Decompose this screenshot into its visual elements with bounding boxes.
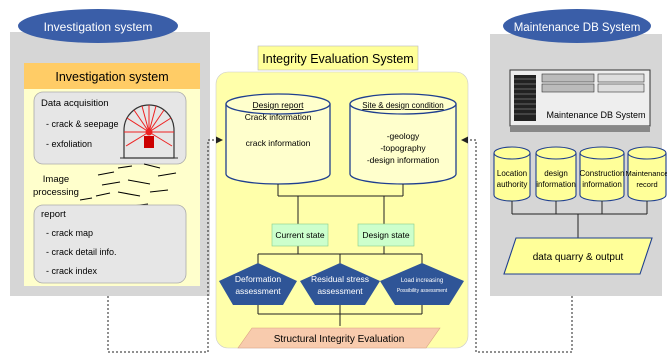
design-info-db-label: information	[536, 180, 576, 189]
maintenance-record-label: Maintenance	[626, 169, 667, 178]
integrity-title-box	[257, 45, 419, 71]
location-db-label: authority	[497, 180, 528, 189]
design-report-body: crack information	[246, 138, 311, 148]
report-title: report	[41, 209, 66, 220]
investigation-header: Investigation system	[55, 70, 168, 84]
design-report-subtitle: Crack information	[245, 112, 312, 122]
server-icon	[509, 69, 651, 132]
construction-db-label: information	[582, 180, 622, 189]
tunnel-scanner-icon	[120, 104, 178, 159]
site-condition-title: Site & design condition	[362, 101, 443, 110]
data-acquisition-item: - crack & seepage	[46, 119, 119, 129]
maintenance-record-label: record	[636, 180, 657, 189]
load-increasing-label: Load increasing	[401, 278, 443, 284]
residual-stress-pentagon	[300, 263, 380, 305]
deformation-label: Deformation	[235, 274, 282, 284]
data-acquisition-title: Data acquisition	[41, 98, 109, 109]
design-state-box	[357, 223, 415, 247]
maintenance-to-integrity-arrow	[461, 136, 573, 353]
location-db-label: Location	[497, 169, 527, 178]
investigation-oval	[18, 9, 178, 43]
investigation-header-bar	[24, 63, 200, 89]
report-item: - crack detail info.	[46, 247, 117, 257]
current-state-box	[271, 223, 329, 247]
data-output-label: data quarry & output	[533, 252, 624, 263]
deformation-label: assessment	[235, 286, 281, 296]
structural-integrity-label: Structural Integrity Evaluation	[274, 334, 405, 345]
construction-db-label: Construction	[580, 169, 625, 178]
residual-stress-label: Residual stress	[311, 274, 369, 284]
integrity-title: Integrity Evaluation System	[262, 52, 413, 66]
residual-stress-label: assessment	[317, 286, 363, 296]
deformation-pentagon	[219, 263, 297, 305]
db-connector-tree	[511, 201, 648, 238]
site-condition-db	[349, 93, 457, 185]
design-report-db	[225, 93, 331, 185]
design-info-db	[535, 146, 577, 202]
design-report-title: Design report	[252, 100, 304, 110]
current-state-label: Current state	[275, 230, 324, 240]
site-condition-item: -design information	[367, 155, 440, 165]
maintenance-record-db	[627, 146, 667, 202]
investigation-oval-title: Investigation system	[44, 20, 153, 34]
investigation-to-integrity-arrow	[107, 136, 223, 353]
data-output-box	[503, 237, 653, 275]
site-condition-item: -topography	[380, 143, 426, 153]
structural-integrity-box	[237, 327, 441, 349]
report-item: - crack map	[46, 228, 93, 238]
report-box	[33, 204, 187, 284]
image-processing-label: processing	[33, 187, 79, 198]
maintenance-oval-title: Maintenance DB System	[514, 22, 641, 34]
data-acquisition-item: - exfoliation	[46, 139, 92, 149]
image-processing-label: Image	[43, 174, 69, 185]
report-item: - crack index	[46, 266, 98, 276]
maintenance-oval	[503, 9, 651, 43]
site-condition-item: -geology	[387, 131, 420, 141]
load-increasing-label: Possibility assessment	[397, 288, 448, 294]
design-state-label: Design state	[362, 230, 410, 240]
load-increasing-pentagon	[380, 263, 464, 305]
design-info-db-label: design	[544, 169, 568, 178]
server-label: Maintenance DB System	[546, 110, 645, 120]
